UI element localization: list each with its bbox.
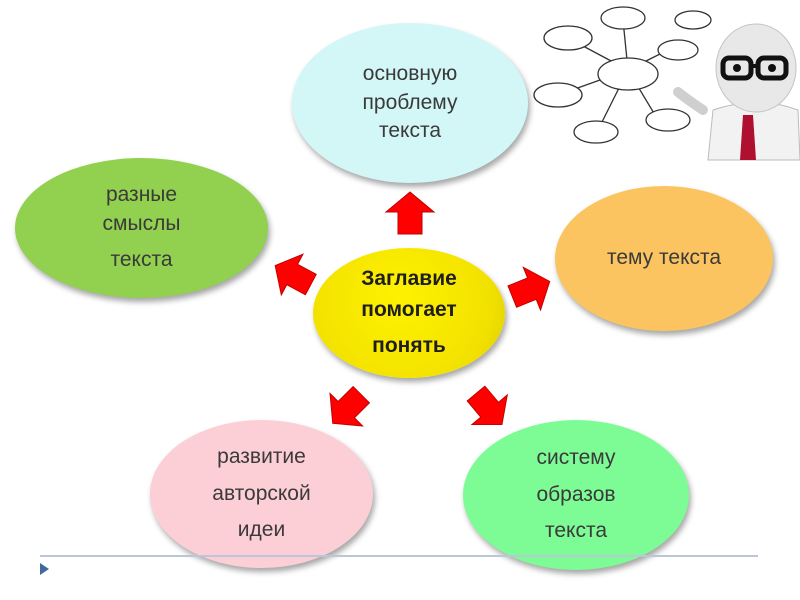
red-arrow-icon bbox=[384, 191, 436, 235]
red-arrow-icon bbox=[466, 385, 509, 426]
node-text-theme: тему текста bbox=[555, 186, 773, 331]
node-main-problem: основную проблему текста bbox=[292, 23, 528, 183]
slide-divider bbox=[40, 555, 758, 557]
slide-bullet-icon bbox=[40, 563, 49, 575]
node-label: идеи bbox=[237, 518, 286, 542]
node-label: основную bbox=[362, 62, 458, 86]
thinking-man-clipart bbox=[533, 6, 800, 161]
man-figure bbox=[673, 23, 800, 161]
node-label: авторской bbox=[212, 481, 311, 505]
center-node: Заглавие помогает понять bbox=[313, 248, 505, 378]
red-arrow-icon bbox=[507, 266, 551, 312]
center-label: Заглавие bbox=[361, 267, 457, 291]
node-label: образов bbox=[536, 482, 616, 506]
node-label: смыслы bbox=[102, 211, 181, 235]
node-label: проблему bbox=[362, 90, 458, 114]
node-author-idea: развитие авторской идеи bbox=[150, 420, 373, 568]
node-label: текста bbox=[544, 519, 608, 543]
node-label: разные bbox=[105, 183, 178, 207]
node-label: текста bbox=[110, 248, 173, 272]
node-label: систему bbox=[536, 445, 616, 469]
center-label: помогает bbox=[361, 297, 457, 321]
node-image-system: систему образов текста bbox=[463, 420, 689, 570]
node-text-meanings: разные смыслы текста bbox=[15, 158, 268, 298]
red-arrow-icon bbox=[274, 253, 317, 297]
red-arrow-icon bbox=[329, 385, 371, 427]
center-label: понять bbox=[372, 334, 446, 358]
node-label: развитие bbox=[217, 444, 306, 468]
node-label: тему текста bbox=[606, 246, 722, 270]
thought-cloud-icon bbox=[533, 6, 712, 144]
node-label: текста bbox=[378, 119, 442, 143]
